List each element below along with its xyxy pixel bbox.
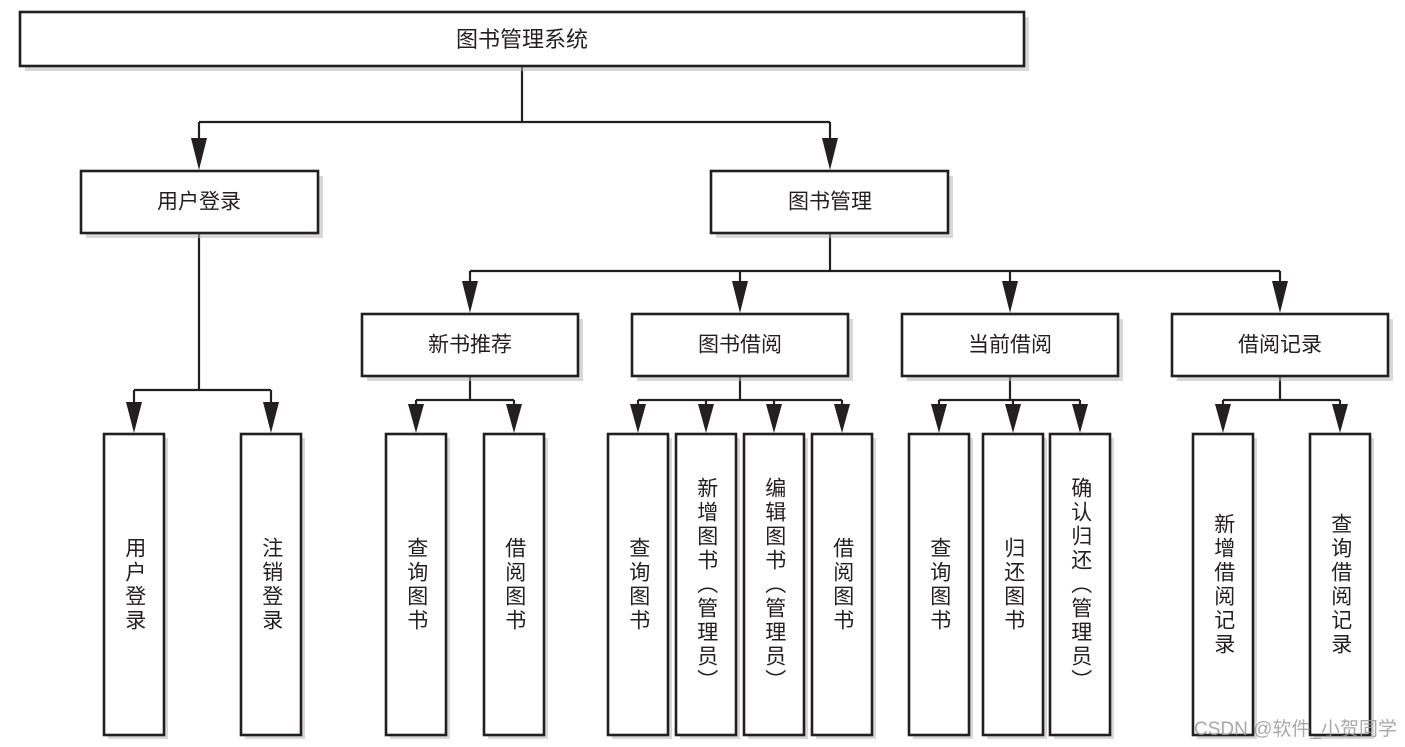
book-manage-node-box[interactable] xyxy=(709,169,950,235)
leaf-user-login-box[interactable] xyxy=(102,432,166,737)
leaf-query-record-box[interactable] xyxy=(1308,432,1372,737)
leaf-confirm-return-box[interactable] xyxy=(1048,432,1112,737)
leaf-user-logout-box[interactable] xyxy=(239,432,303,737)
arrow-root-to-book-manage xyxy=(822,138,838,170)
leaf-borrow-book-2-box[interactable] xyxy=(810,432,874,737)
leaf-query-book-3-box[interactable] xyxy=(907,432,971,737)
arrow-to-leaf-query-book-1 xyxy=(408,404,424,433)
arrow-to-leaf-query-book-3 xyxy=(931,404,947,433)
arrow-to-book-borrow xyxy=(732,281,748,313)
arrow-root-to-user-login xyxy=(191,138,207,170)
arrow-to-leaf-confirm-return xyxy=(1072,404,1088,433)
leaf-add-record-box[interactable] xyxy=(1191,432,1255,737)
arrow-to-leaf-borrow-book-2 xyxy=(834,404,850,433)
book-borrow-node-label: 图书借阅 xyxy=(698,334,782,357)
arrow-to-leaf-return-book xyxy=(1005,404,1021,433)
arrow-to-new-book-recommend xyxy=(462,281,478,313)
node-layer: 图书管理系统 用户登录 图书管理 新书推荐 图书借阅 当前借阅 借阅记录 xyxy=(18,10,1393,739)
arrow-to-borrow-record xyxy=(1272,281,1288,313)
leaf-return-book-box[interactable] xyxy=(981,432,1045,737)
arrow-to-leaf-user-logout xyxy=(263,402,279,433)
book-manage-node-label: 图书管理 xyxy=(788,191,872,214)
root-node-box[interactable] xyxy=(18,10,1026,68)
csdn-watermark: CSDN @软件_小贺同学 xyxy=(1194,719,1397,740)
arrow-to-current-borrow xyxy=(1002,281,1018,313)
leaf-query-book-2-box[interactable] xyxy=(606,432,670,737)
root-node-label: 图书管理系统 xyxy=(456,27,588,52)
current-borrow-node-box[interactable] xyxy=(900,312,1120,378)
borrow-record-node-label: 借阅记录 xyxy=(1238,334,1322,357)
book-borrow-node-box[interactable] xyxy=(630,312,850,378)
arrow-to-leaf-user-login xyxy=(126,402,142,433)
leaf-add-book-box[interactable] xyxy=(674,432,738,737)
new-book-recommend-node-label: 新书推荐 xyxy=(428,334,512,357)
arrow-to-leaf-query-book-2 xyxy=(630,404,646,433)
connector-layer xyxy=(126,66,1348,433)
borrow-record-node-box[interactable] xyxy=(1170,312,1390,378)
arrow-to-leaf-query-record xyxy=(1332,404,1348,433)
arrow-to-leaf-edit-book xyxy=(766,404,782,433)
user-login-node-box[interactable] xyxy=(79,169,320,235)
arrow-to-leaf-add-record xyxy=(1215,404,1231,433)
current-borrow-node-label: 当前借阅 xyxy=(968,334,1052,357)
leaf-borrow-book-1-box[interactable] xyxy=(482,432,546,737)
leaf-edit-book-box[interactable] xyxy=(742,432,806,737)
arrow-to-leaf-borrow-book-1 xyxy=(506,404,522,433)
leaf-query-book-1-box[interactable] xyxy=(384,432,448,737)
arrow-to-leaf-add-book xyxy=(698,404,714,433)
new-book-recommend-node-box[interactable] xyxy=(360,312,580,378)
user-login-node-label: 用户登录 xyxy=(157,191,241,214)
